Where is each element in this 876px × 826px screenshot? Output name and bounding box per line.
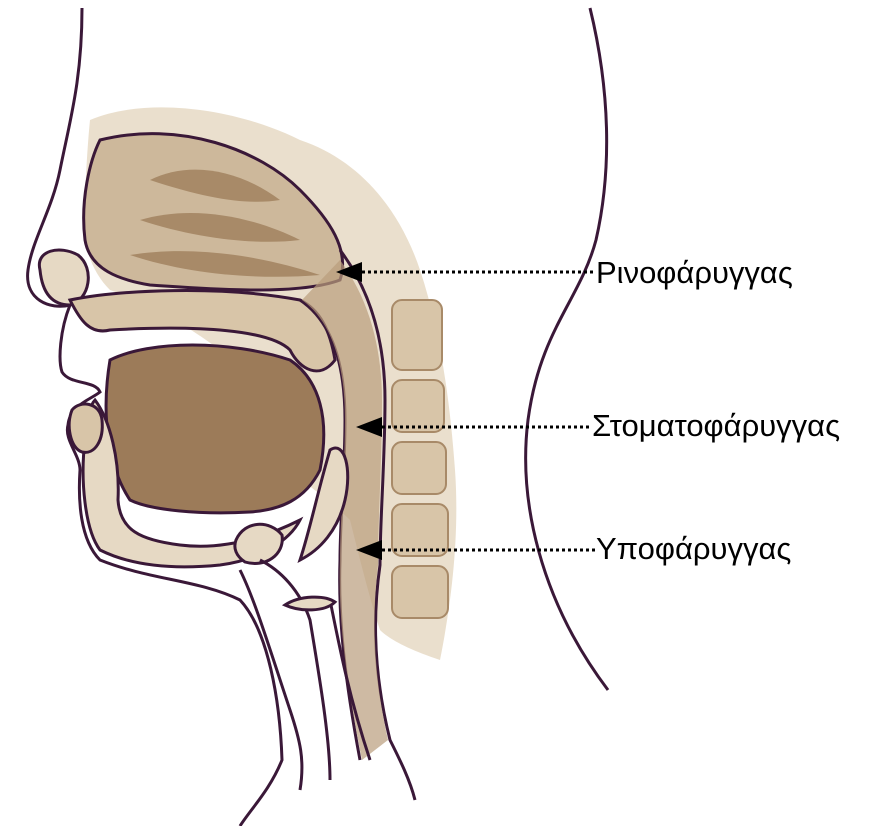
vertebra-4 [392,504,448,556]
vertebra-1 [392,300,442,370]
vertebra-2 [392,380,444,432]
nasopharynx-label: Ρινοφάρυγγας [596,257,793,288]
oropharynx-label: Στοματοφάρυγγας [592,410,840,441]
vertebra-3 [392,442,446,494]
vertebra-5 [392,566,448,618]
tongue [106,345,324,513]
hyoid [235,524,282,563]
hypopharynx-label: Υποφάρυγγας [596,533,791,564]
head-back-outline [526,8,608,690]
lower-lip [69,404,102,452]
thyroid-cartilage [285,597,335,610]
